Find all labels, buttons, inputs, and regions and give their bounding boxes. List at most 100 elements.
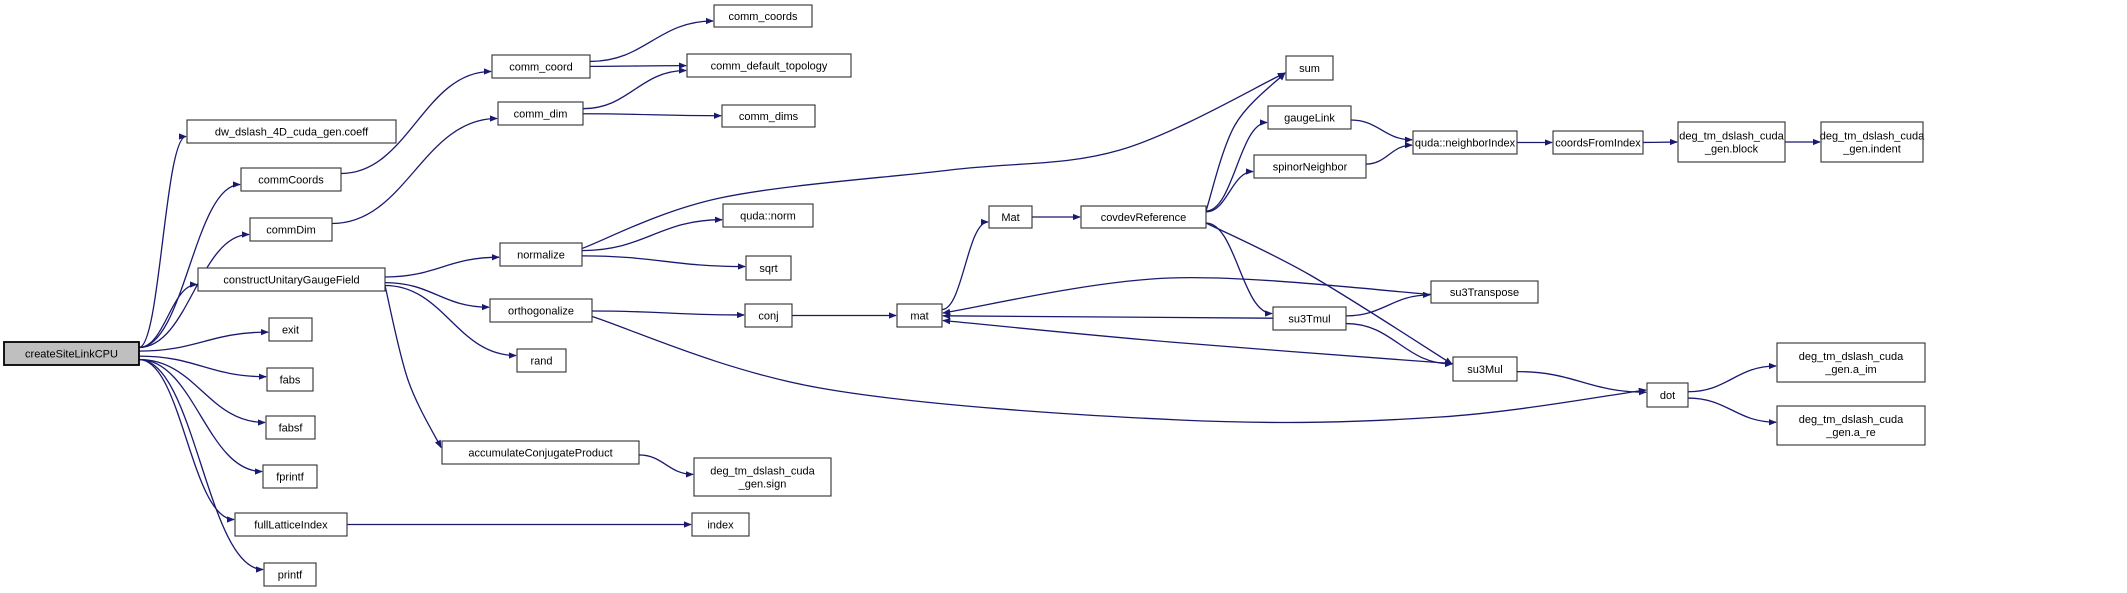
- node-label-comm_coords: comm_coords: [728, 11, 798, 23]
- node-label-a_im-line1: deg_tm_dslash_cuda: [1799, 351, 1904, 363]
- edge-constructUnitaryGaugeField-to-normalize: [384, 254, 500, 278]
- edge-normalize-to-quda_norm: [581, 216, 723, 252]
- node-Mat[interactable]: Mat: [988, 205, 1033, 229]
- node-printf[interactable]: printf: [263, 562, 317, 587]
- node-commCoords[interactable]: commCoords: [240, 167, 342, 192]
- node-label-fabsf: fabsf: [279, 423, 304, 435]
- edge-dot-to-a_re: [1687, 397, 1777, 426]
- edge-mat-to-Mat: [941, 218, 989, 311]
- node-orthogonalize[interactable]: orthogonalize: [489, 298, 593, 323]
- edge-commCoords-to-comm_coord: [340, 68, 492, 175]
- node-fabs[interactable]: fabs: [266, 367, 314, 392]
- node-label-comm_coord: comm_coord: [509, 62, 573, 74]
- node-label-block-line2: _gen.block: [1704, 144, 1759, 156]
- edge-dot-to-a_im: [1687, 362, 1777, 393]
- node-label-su3Mul: su3Mul: [1467, 364, 1502, 376]
- node-label-mat: mat: [910, 311, 928, 323]
- node-fprintf[interactable]: fprintf: [262, 464, 318, 489]
- node-label-comm_dim: comm_dim: [514, 109, 568, 121]
- edge-createSiteLinkCPU-to-commDim: [138, 231, 250, 349]
- node-createSiteLinkCPU: createSiteLinkCPU: [3, 341, 140, 366]
- node-label-printf: printf: [278, 570, 303, 582]
- edge-su3Tmul-to-su3Transpose: [1345, 291, 1431, 317]
- edge-covdevReference-to-su3Mul: [1205, 222, 1453, 365]
- node-index[interactable]: index: [691, 512, 750, 537]
- node-gaugeLink[interactable]: gaugeLink: [1267, 105, 1352, 130]
- edge-su3Mul-to-mat: [942, 317, 1454, 365]
- node-covdevReference[interactable]: covdevReference: [1080, 205, 1207, 229]
- node-sign[interactable]: deg_tm_dslash_cuda_gen.sign: [693, 457, 832, 497]
- node-sqrt[interactable]: sqrt: [745, 255, 792, 281]
- node-comm_dim[interactable]: comm_dim: [497, 101, 584, 126]
- node-label-sign-line2: _gen.sign: [738, 479, 787, 491]
- edge-createSiteLinkCPU-to-fprintf: [138, 358, 263, 475]
- node-label-createSiteLinkCPU: createSiteLinkCPU: [25, 349, 118, 361]
- node-label-Mat: Mat: [1001, 212, 1019, 224]
- node-comm_coord[interactable]: comm_coord: [491, 54, 591, 79]
- edge-createSiteLinkCPU-to-printf: [138, 358, 264, 573]
- edge-su3Transpose-to-mat: [942, 277, 1432, 316]
- node-mat[interactable]: mat: [896, 303, 943, 328]
- node-label-dot: dot: [1660, 390, 1675, 402]
- node-label-conj: conj: [758, 311, 778, 323]
- node-a_re[interactable]: deg_tm_dslash_cuda_gen.a_re: [1776, 405, 1926, 446]
- edge-spinorNeighbor-to-neighborIndex: [1365, 141, 1413, 165]
- node-coeff[interactable]: dw_dslash_4D_cuda_gen.coeff: [186, 119, 397, 144]
- node-label-fprintf: fprintf: [276, 472, 304, 484]
- node-su3Transpose[interactable]: su3Transpose: [1430, 280, 1539, 304]
- node-block[interactable]: deg_tm_dslash_cuda_gen.block: [1677, 121, 1786, 163]
- node-label-a_im-line2: _gen.a_im: [1824, 364, 1876, 376]
- node-label-fabs: fabs: [280, 375, 301, 387]
- node-label-normalize: normalize: [517, 250, 565, 262]
- node-commDim[interactable]: commDim: [249, 217, 333, 242]
- node-label-fullLatticeIndex: fullLatticeIndex: [254, 520, 328, 532]
- node-accumulateConjugateProduct[interactable]: accumulateConjugateProduct: [441, 440, 640, 465]
- node-label-accumulateConjugateProduct: accumulateConjugateProduct: [468, 448, 612, 460]
- edge-comm_dim-to-comm_dims: [582, 112, 722, 119]
- node-constructUnitaryGaugeField[interactable]: constructUnitaryGaugeField: [197, 267, 386, 292]
- edge-createSiteLinkCPU-to-fabsf: [138, 358, 266, 426]
- node-fabsf[interactable]: fabsf: [265, 415, 316, 440]
- node-spinorNeighbor[interactable]: spinorNeighbor: [1253, 154, 1367, 179]
- node-fullLatticeIndex[interactable]: fullLatticeIndex: [234, 512, 348, 537]
- edge-createSiteLinkCPU-to-coeff: [138, 133, 187, 349]
- node-dot[interactable]: dot: [1646, 382, 1689, 408]
- node-label-su3Transpose: su3Transpose: [1450, 287, 1519, 299]
- node-su3Mul[interactable]: su3Mul: [1452, 356, 1518, 382]
- node-coordsFromIndex[interactable]: coordsFromIndex: [1552, 130, 1644, 155]
- edge-constructUnitaryGaugeField-to-rand: [384, 284, 517, 359]
- node-normalize[interactable]: normalize: [499, 242, 583, 267]
- node-label-coordsFromIndex: coordsFromIndex: [1555, 138, 1641, 150]
- node-neighborIndex[interactable]: quda::neighborIndex: [1412, 130, 1518, 155]
- node-label-coeff: dw_dslash_4D_cuda_gen.coeff: [215, 127, 369, 139]
- node-label-indent-line2: _gen.indent: [1842, 144, 1901, 156]
- node-label-orthogonalize: orthogonalize: [508, 306, 574, 318]
- edge-commDim-to-comm_dim: [331, 115, 498, 225]
- edge-su3Tmul-to-mat: [942, 312, 1274, 320]
- node-label-sign-line1: deg_tm_dslash_cuda: [710, 466, 815, 478]
- edge-normalize-to-sum: [581, 72, 1286, 250]
- node-sum[interactable]: sum: [1285, 55, 1334, 81]
- node-comm_default_topology[interactable]: comm_default_topology: [686, 53, 852, 78]
- edge-comm_coord-to-comm_default_topology: [589, 62, 687, 69]
- node-conj[interactable]: conj: [744, 303, 793, 328]
- node-su3Tmul[interactable]: su3Tmul: [1272, 306, 1347, 331]
- node-label-sqrt: sqrt: [759, 263, 777, 275]
- node-label-commCoords: commCoords: [258, 175, 324, 187]
- node-quda_norm[interactable]: quda::norm: [722, 203, 814, 228]
- node-label-su3Tmul: su3Tmul: [1288, 314, 1330, 326]
- node-label-index: index: [707, 520, 734, 532]
- node-comm_dims[interactable]: comm_dims: [721, 104, 816, 128]
- node-label-neighborIndex: quda::neighborIndex: [1415, 138, 1516, 150]
- node-label-gaugeLink: gaugeLink: [1284, 113, 1335, 125]
- node-exit[interactable]: exit: [268, 317, 313, 342]
- edge-accumulateConjugateProduct-to-sign: [638, 454, 694, 478]
- node-rand[interactable]: rand: [516, 348, 567, 373]
- node-comm_coords[interactable]: comm_coords: [713, 4, 813, 28]
- node-indent[interactable]: deg_tm_dslash_cuda_gen.indent: [1820, 121, 1925, 163]
- node-label-sum: sum: [1299, 63, 1320, 75]
- edge-comm_coord-to-comm_coords: [589, 17, 714, 63]
- node-label-rand: rand: [530, 356, 552, 368]
- edge-gaugeLink-to-neighborIndex: [1350, 119, 1413, 143]
- node-a_im[interactable]: deg_tm_dslash_cuda_gen.a_im: [1776, 342, 1926, 383]
